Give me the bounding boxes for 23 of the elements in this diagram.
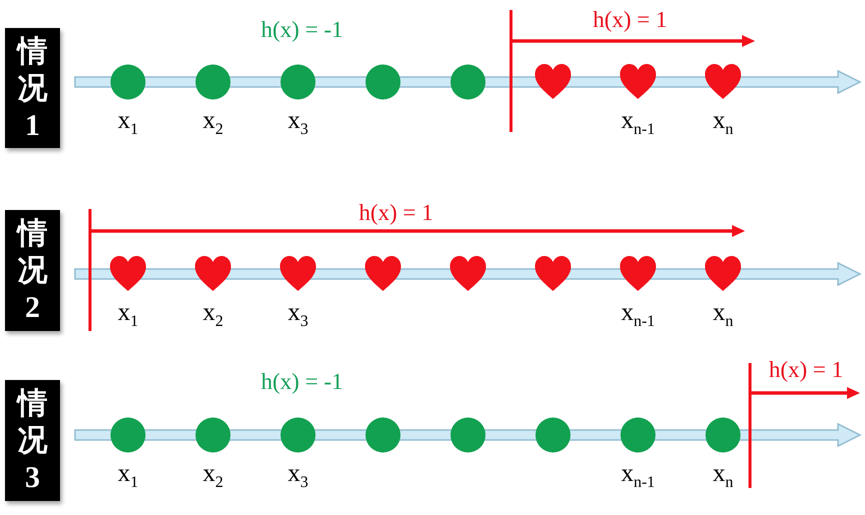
point-label: x$_{1}$ (118, 300, 138, 326)
equation-label: h(x) = -1 (261, 17, 343, 43)
case-label: 情况2 (5, 210, 60, 331)
point-label: x$_{3}$ (288, 461, 308, 487)
point-label: x$_{2}$ (202, 300, 224, 326)
point-label: x$_{n-1}$ (621, 300, 655, 326)
equation-label: h(x) = -1 (261, 369, 343, 395)
point-label: x$_{1}$ (118, 108, 138, 134)
equation-label: h(x) = 1 (768, 357, 844, 383)
equation-label: h(x) = 1 (358, 200, 434, 226)
case-label: 情况1 (5, 28, 60, 148)
point-label: x$_{n}$ (712, 461, 734, 487)
point-label: x$_{n}$ (712, 108, 734, 134)
point-label: x$_{2}$ (202, 461, 224, 487)
point-label: x$_{n-1}$ (621, 461, 655, 487)
case-label: 情况3 (5, 380, 60, 501)
point-label: x$_{2}$ (202, 108, 224, 134)
point-label: x$_{1}$ (118, 461, 138, 487)
point-label: x$_{n}$ (712, 300, 734, 326)
equation-label: h(x) = 1 (592, 7, 668, 33)
point-label: x$_{3}$ (288, 300, 308, 326)
point-label: x$_{n-1}$ (621, 108, 655, 134)
point-label: x$_{3}$ (288, 108, 308, 134)
